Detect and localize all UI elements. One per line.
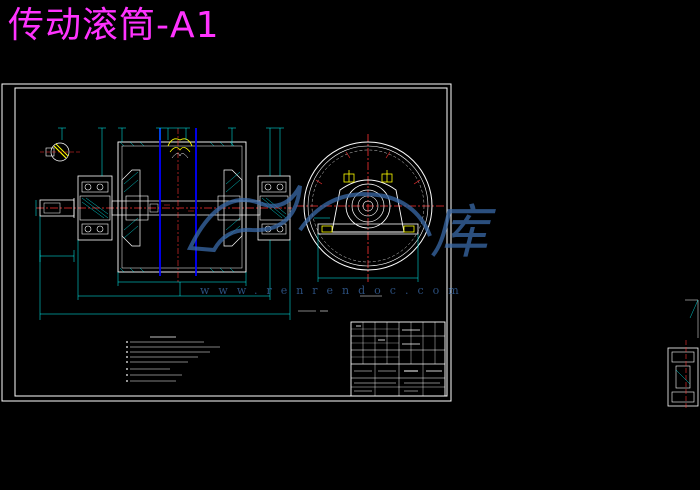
technical-notes <box>126 336 220 382</box>
right-bearing-housing <box>257 175 291 241</box>
drawing-sheet <box>1 83 452 402</box>
drum-inner-rim <box>307 145 429 267</box>
technical-characteristics <box>298 295 382 312</box>
center-markings <box>149 203 194 213</box>
left-end-disc <box>121 169 149 247</box>
front-view <box>35 127 292 320</box>
rim-marks <box>315 151 421 185</box>
sheet-outer-border <box>1 83 452 402</box>
dimension-lines <box>35 200 291 320</box>
lagging-detail <box>167 138 193 159</box>
watermark: 库 www.renrendoc.com <box>186 185 496 297</box>
part-leaders <box>58 127 284 176</box>
sheet-inner-border <box>14 87 448 397</box>
left-shaft <box>39 198 75 218</box>
title-block <box>350 321 446 397</box>
drum-outer-rim <box>303 141 433 271</box>
offsheet-bearing-fragment <box>667 299 699 410</box>
left-bearing-housing <box>77 175 113 241</box>
drum-shell <box>117 141 247 273</box>
key-section-detail <box>40 142 80 162</box>
side-view-dimensions <box>314 217 419 282</box>
watermark-logo-glyph: 库 <box>430 198 496 266</box>
page-title: 传动滚筒-A1 <box>8 5 220 46</box>
watermark-site: www.renrendoc.com <box>200 284 468 297</box>
watermark-logo-mark <box>186 185 302 253</box>
